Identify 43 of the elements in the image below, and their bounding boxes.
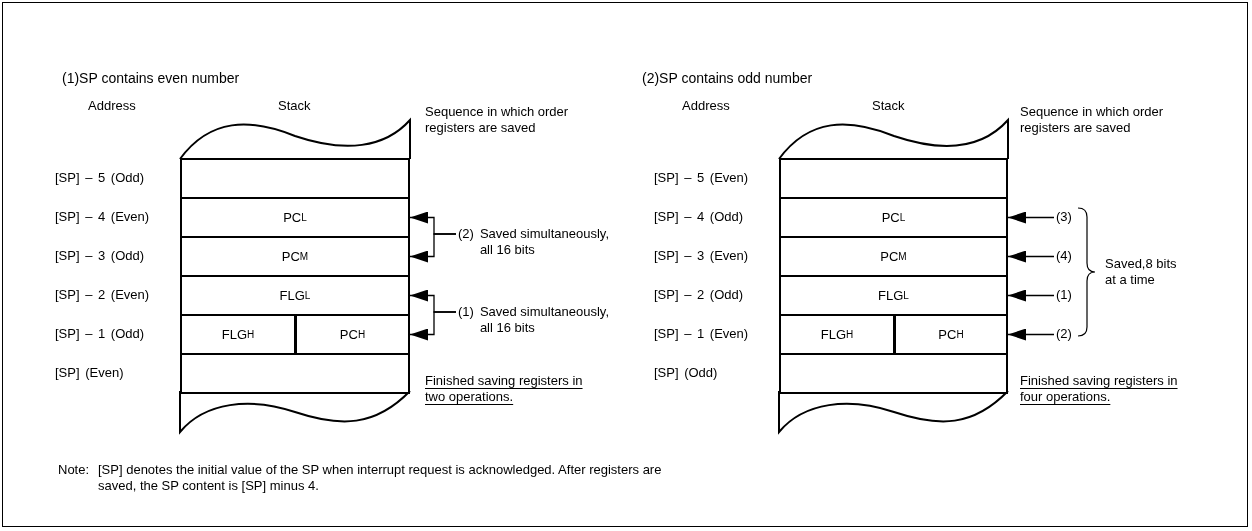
sequence-number: (2): [1056, 326, 1078, 342]
address-label: [SP] – 4 (Odd): [654, 209, 744, 225]
panel-heading: (1)SP contains even number: [62, 70, 240, 86]
column-heading: Address: [682, 98, 730, 114]
save-note: Saved simultaneously, all 16 bits: [479, 226, 610, 258]
note-text: [SP] denotes the initial value of the SP when interrupt request is acknowledged. After registers are saved, the SP content is [SP] minus 4.: [98, 462, 663, 494]
sequence-number: (1): [1056, 287, 1078, 303]
arrow: [409, 233, 457, 263]
address-label: [SP] – 3 (Odd): [55, 248, 145, 264]
address-label: [SP] – 2 (Odd): [654, 287, 744, 303]
address-label: [SP] (Odd): [654, 365, 718, 381]
address-label: [SP] – 5 (Even): [654, 170, 749, 186]
sequence-number: (3): [1056, 209, 1078, 225]
address-label: [SP] (Even): [55, 365, 124, 381]
column-heading: Stack: [278, 98, 311, 114]
stack-cell: [180, 158, 410, 199]
column-heading: Sequence in which order registers are saved: [425, 104, 570, 136]
note-label: Note:: [58, 462, 90, 478]
stack-cell: [180, 353, 410, 394]
arrow: [1007, 289, 1055, 302]
stack-cell: [779, 158, 1008, 199]
address-label: [SP] – 2 (Even): [55, 287, 150, 303]
sequence-number: (2): [458, 226, 474, 242]
column-heading: Address: [88, 98, 136, 114]
panel-heading: (2)SP contains odd number: [642, 70, 813, 86]
save-note: Saved simultaneously, all 16 bits: [479, 304, 610, 336]
arrow: [1007, 328, 1055, 341]
sequence-number: (4): [1056, 248, 1078, 264]
column-heading: Sequence in which order registers are saved: [1020, 104, 1165, 136]
result-note: Finished saving registers in two operations.: [425, 373, 584, 405]
arrow: [409, 311, 457, 341]
address-label: [SP] – 3 (Even): [654, 248, 749, 264]
sequence-number: (1): [458, 304, 474, 320]
address-label: [SP] – 4 (Even): [55, 209, 150, 225]
result-note: Finished saving registers in four operations.: [1020, 373, 1179, 405]
column-heading: Stack: [872, 98, 905, 114]
address-label: [SP] – 1 (Even): [654, 326, 749, 342]
arrow: [1007, 211, 1055, 224]
arrow: [1007, 250, 1055, 263]
save-note: Saved,8 bits at a time: [1105, 256, 1178, 288]
address-label: [SP] – 1 (Odd): [55, 326, 145, 342]
address-label: [SP] – 5 (Odd): [55, 170, 145, 186]
stack-cell: [779, 353, 1008, 394]
